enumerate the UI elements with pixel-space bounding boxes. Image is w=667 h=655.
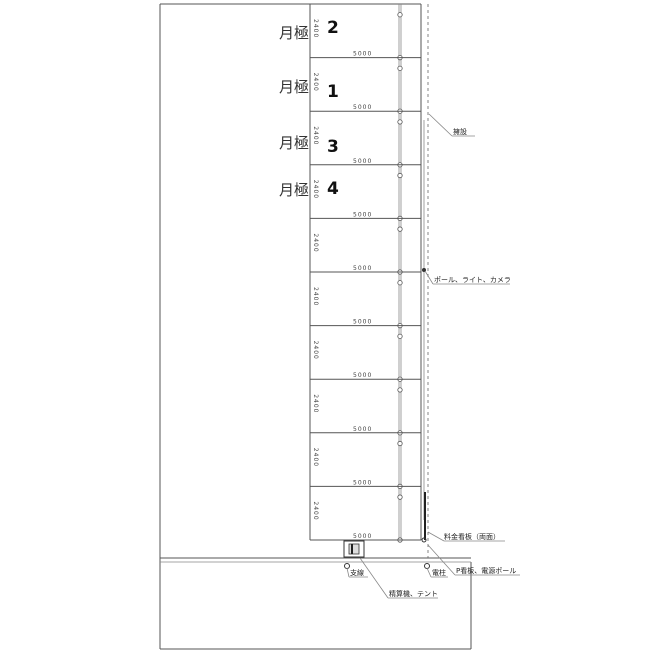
monthly-label: 月極 — [279, 24, 309, 42]
space-depth-label: 5000 — [353, 533, 372, 540]
center-axis-line — [397, 4, 403, 543]
space-width-label: 2400 — [312, 73, 319, 92]
space-width-label: 2400 — [312, 448, 319, 467]
space-width-label: 2400 — [312, 341, 319, 360]
axis-node — [397, 65, 403, 71]
annotation-machine-tent: 精算機、テント — [389, 589, 438, 598]
payment-machine-inner — [348, 543, 360, 555]
annotation-utility-pole: 電柱 — [432, 568, 446, 577]
space-width-label: 2400 — [312, 287, 319, 306]
annotation-p-sign-power-pole: P看板、電源ポール — [456, 566, 516, 575]
annotation-support-wire: 支線 — [350, 568, 364, 577]
utility-pole-marker — [424, 563, 430, 569]
axis-node — [397, 333, 403, 339]
sign-marker — [421, 537, 427, 543]
space-depth-label: 5000 — [353, 265, 372, 272]
support-wire-marker — [344, 563, 350, 569]
space-depth-label: 5000 — [353, 372, 372, 379]
annotation-fence: 擁設 — [453, 127, 467, 136]
axis-node — [397, 280, 403, 286]
space-depth-label: 5000 — [353, 158, 372, 165]
axis-node — [397, 119, 403, 125]
bottom-equipment: 支線 電柱 精算機、テント — [343, 540, 448, 599]
space-depth-label: 5000 — [353, 479, 372, 486]
annotations: 擁設 ポール、ライト、カメラ 料金看板（両面） P看板、電源ポール — [424, 113, 520, 576]
axis-node — [397, 494, 403, 500]
space-depth-label: 5000 — [353, 104, 372, 111]
space-width-label: 2400 — [312, 180, 319, 199]
axis-node — [397, 226, 403, 232]
space-depth-label: 5000 — [353, 426, 372, 433]
monthly-label: 月極 — [279, 78, 309, 96]
annotation-pole-light-camera: ポール、ライト、カメラ — [434, 276, 511, 284]
space-depth-label: 5000 — [353, 51, 372, 58]
space-number-3: 3 — [327, 137, 339, 157]
space-depth-label: 5000 — [353, 211, 372, 218]
space-width-label: 2400 — [312, 233, 319, 252]
site-boundary — [159, 3, 472, 650]
space-width-label: 2400 — [312, 126, 319, 145]
monthly-label: 月極 — [279, 181, 309, 199]
axis-node — [397, 172, 403, 179]
space-depth-label: 5000 — [353, 319, 372, 326]
space-number-2: 2 — [327, 18, 339, 38]
monthly-labels: 月極 2 月極 1 月極 3 月極 4 — [279, 18, 339, 199]
space-number-1: 1 — [327, 82, 339, 102]
axis-node — [397, 440, 403, 447]
space-width-label: 2400 — [312, 394, 319, 413]
monthly-label: 月極 — [279, 134, 309, 152]
axis-node — [397, 387, 403, 393]
space-width-label: 2400 — [312, 19, 319, 38]
parking-rows: 2400 5000 2400 5000 2400 5000 2400 5000 2400 5000… — [310, 19, 421, 541]
space-number-4: 4 — [327, 179, 339, 199]
annotation-fee-sign: 料金看板（両面） — [444, 532, 500, 541]
axis-node — [397, 12, 403, 18]
space-width-label: 2400 — [312, 501, 319, 520]
